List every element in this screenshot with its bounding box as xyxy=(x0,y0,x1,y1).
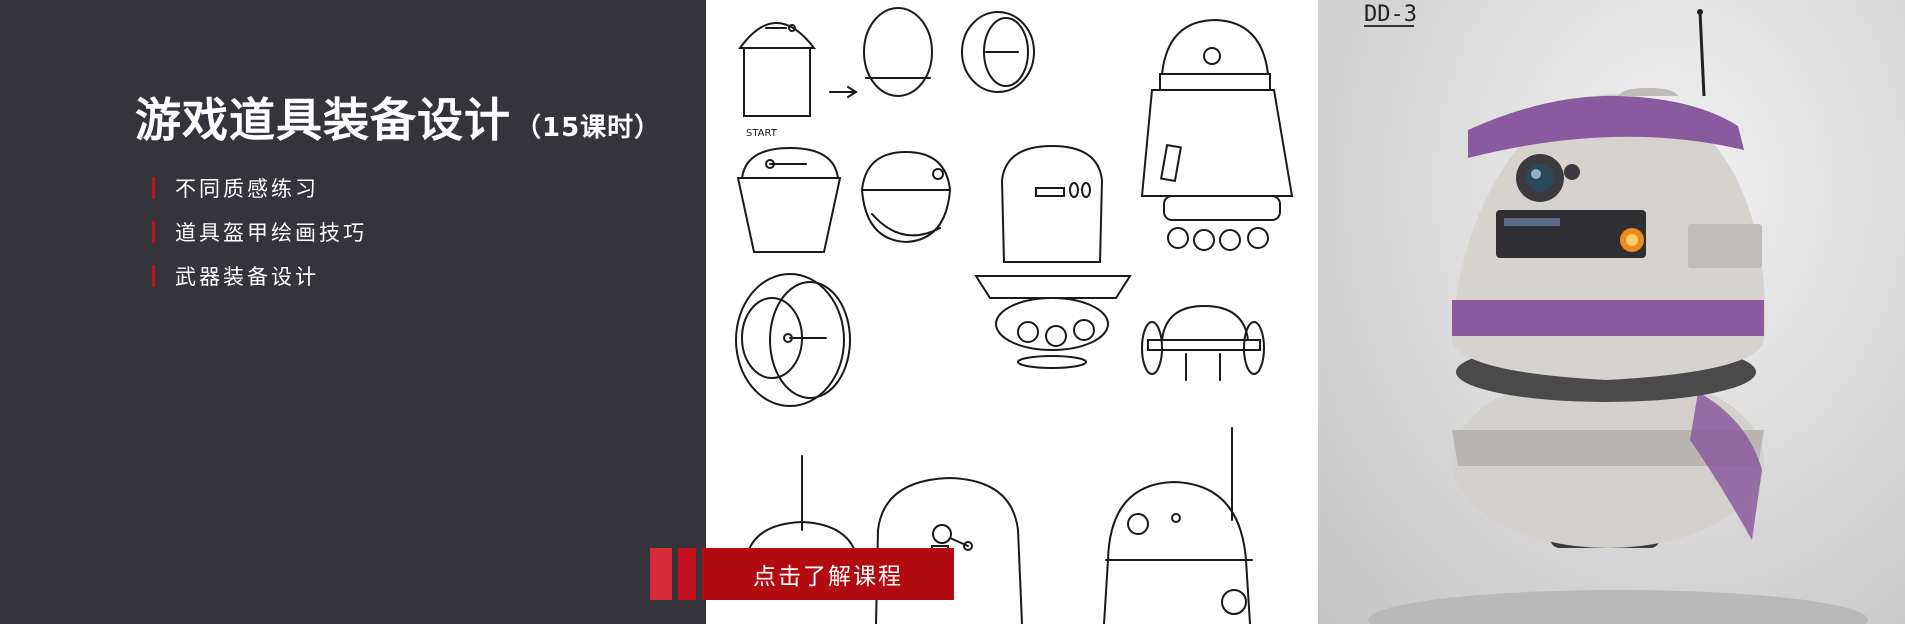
course-title: 游戏道具装备设计（15课时） xyxy=(135,92,661,156)
sketch-start-label: START xyxy=(746,128,778,139)
robot-sketch-image: START xyxy=(706,0,1318,624)
course-info-panel: 游戏道具装备设计（15课时） 不同质感练习 道具盔甲绘画技巧 武器装备设计 xyxy=(0,0,706,624)
topic-bullet-bar xyxy=(152,265,155,287)
topic-label: 武器装备设计 xyxy=(175,265,319,289)
learn-course-cta: 点击了解课程 xyxy=(650,548,954,600)
render-label: DD-3 xyxy=(1364,2,1417,27)
cta-decoration xyxy=(650,548,696,600)
robot-render-drawing xyxy=(1364,9,1868,624)
robot-render-image: DD-3 xyxy=(1318,0,1905,624)
topic-item: 不同质感练习 xyxy=(152,166,367,210)
course-hours: （15课时） xyxy=(515,113,662,143)
topic-bullet-bar xyxy=(152,221,155,243)
topic-list: 不同质感练习 道具盔甲绘画技巧 武器装备设计 xyxy=(152,166,367,298)
topic-bullet-bar xyxy=(152,177,155,199)
sketch-drawings: START xyxy=(735,7,1294,624)
cta-deco-bar xyxy=(650,548,672,600)
topic-item: 道具盔甲绘画技巧 xyxy=(152,210,367,254)
topic-label: 道具盔甲绘画技巧 xyxy=(175,221,367,245)
topic-item: 武器装备设计 xyxy=(152,254,367,298)
course-title-text: 游戏道具装备设计 xyxy=(135,93,511,147)
topic-label: 不同质感练习 xyxy=(175,177,319,201)
learn-course-button[interactable]: 点击了解课程 xyxy=(702,548,954,600)
cta-deco-bar xyxy=(678,548,696,600)
